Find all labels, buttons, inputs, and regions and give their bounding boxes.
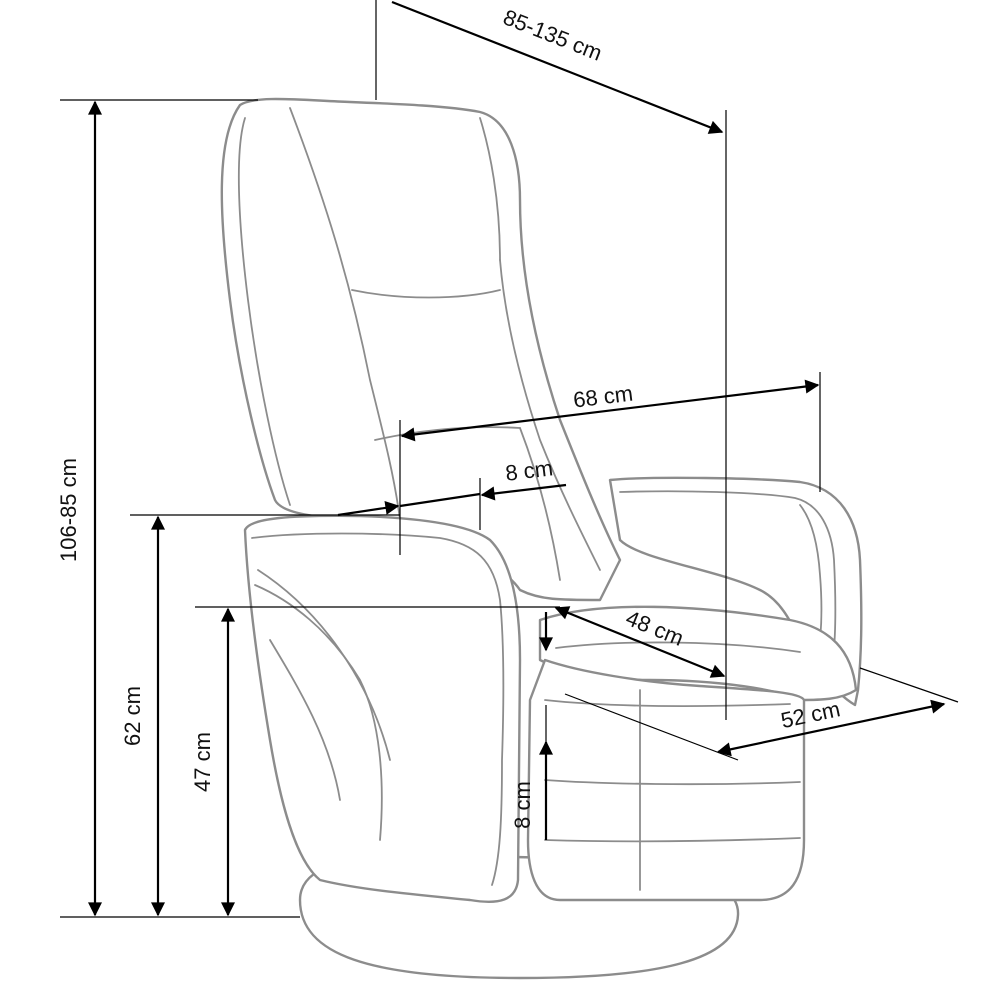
dimension-lines (60, 0, 959, 918)
seat-width-line (716, 699, 946, 757)
backrest (220, 97, 622, 602)
total-width-line (400, 379, 820, 442)
armrest-height-label: 62 cm (120, 686, 145, 746)
right-armrest (608, 476, 863, 707)
seat-depth-line (554, 606, 726, 678)
recliner-chair-illustration (220, 97, 863, 980)
recline-depth-label: 85-135 cm (500, 4, 606, 65)
recline-depth-line (391, 0, 724, 134)
total-height-label: 106-85 cm (56, 458, 81, 562)
seat-height-label: 47 cm (190, 732, 215, 792)
cushion-thickness-label: 8 cm (510, 781, 535, 829)
armrest-width-line (337, 500, 400, 517)
armrest-width-label: 8 cm (504, 455, 554, 486)
left-armrest (243, 514, 522, 903)
